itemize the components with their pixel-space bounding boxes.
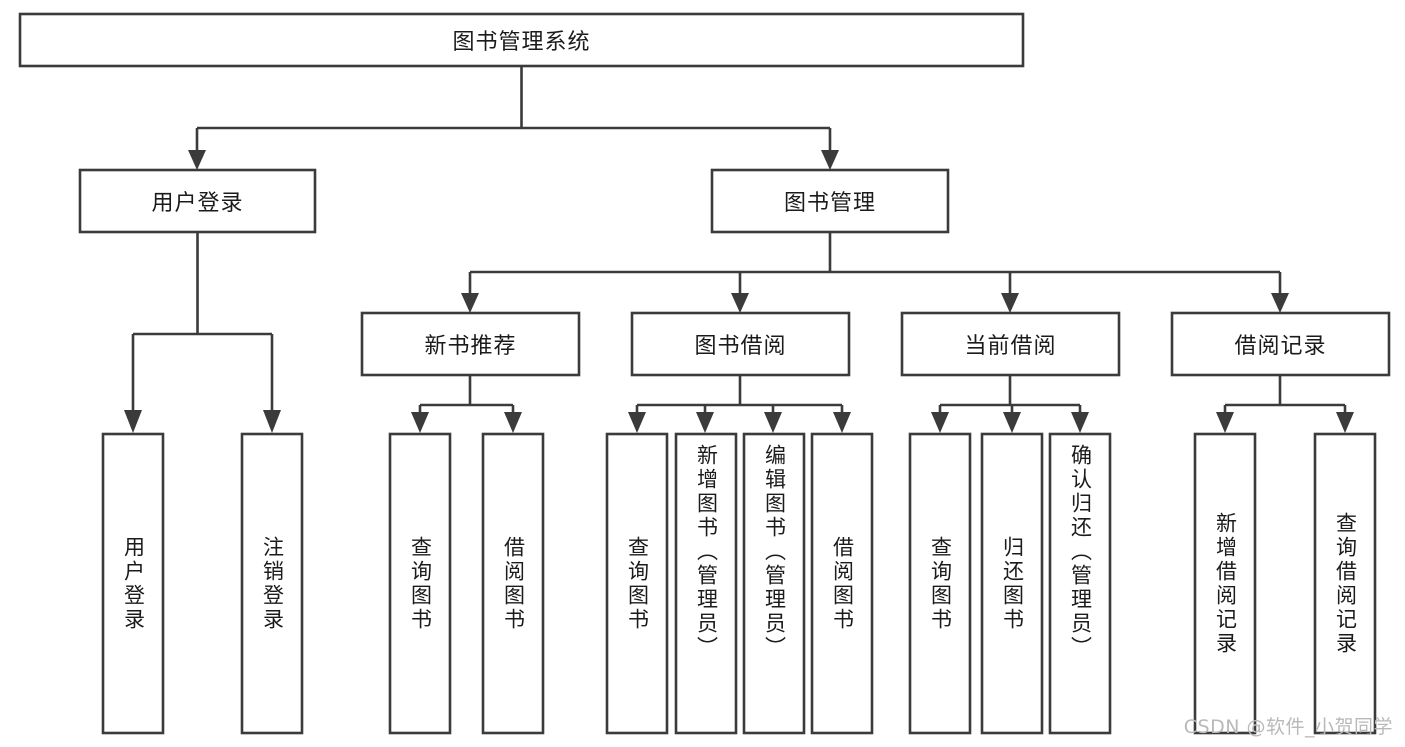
arrow-head-cb-leaf-1: [931, 412, 949, 433]
arrow-head-leaf-user-login: [124, 410, 142, 433]
leaf-box-user-login[interactable]: [101, 432, 165, 735]
node-book-borrow-box[interactable]: [630, 311, 851, 377]
leaf-box-cb-query-book[interactable]: [908, 432, 972, 735]
leaf-box-bb-add-book[interactable]: [674, 432, 738, 735]
leaf-box-nb-borrow-book[interactable]: [481, 432, 545, 735]
leaf-box-bb-borrow-book[interactable]: [810, 432, 874, 735]
node-current-borrow-box[interactable]: [900, 311, 1121, 377]
leaf-box-bb-query-book[interactable]: [605, 432, 669, 735]
node-book-manage-box[interactable]: [710, 168, 950, 234]
leaf-box-bb-edit-book[interactable]: [742, 432, 806, 735]
leaf-box-nb-query-book[interactable]: [388, 432, 452, 735]
arrow-head-leaf-logout: [263, 410, 281, 433]
arrow-head-bb-leaf-1: [628, 412, 646, 433]
node-borrow-record-box[interactable]: [1170, 311, 1391, 377]
arrow-head-borrow-record: [1271, 293, 1289, 313]
arrow-head-bb-leaf-2: [696, 412, 714, 433]
arrow-head-book-manage: [821, 150, 839, 170]
arrow-head-nb-leaf-2: [504, 412, 522, 433]
arrow-head-user-login: [188, 150, 206, 170]
leaf-box-br-query-record[interactable]: [1313, 432, 1377, 735]
arrow-head-current-borrow: [1001, 293, 1019, 313]
arrow-head-br-leaf-1: [1216, 412, 1234, 433]
arrow-head-br-leaf-2: [1336, 412, 1354, 433]
leaf-box-br-add-record[interactable]: [1193, 432, 1257, 735]
leaf-box-logout[interactable]: [240, 432, 304, 735]
arrow-head-cb-leaf-2: [1003, 412, 1021, 433]
arrow-head-book-borrow: [731, 293, 749, 313]
arrow-head-new-book: [461, 293, 479, 313]
watermark-text: CSDN @软件_小贺同学: [1183, 716, 1393, 738]
arrow-head-cb-leaf-3: [1071, 412, 1089, 433]
node-user-login-box[interactable]: [78, 168, 317, 234]
node-new-book-box[interactable]: [360, 311, 581, 377]
arrow-head-nb-leaf-1: [411, 412, 429, 433]
arrow-head-bb-leaf-3: [764, 412, 782, 433]
node-root-box[interactable]: [18, 12, 1025, 68]
leaf-box-cb-return-book[interactable]: [980, 432, 1044, 735]
leaf-box-cb-confirm-return[interactable]: [1048, 432, 1112, 735]
arrow-head-bb-leaf-4: [833, 412, 851, 433]
